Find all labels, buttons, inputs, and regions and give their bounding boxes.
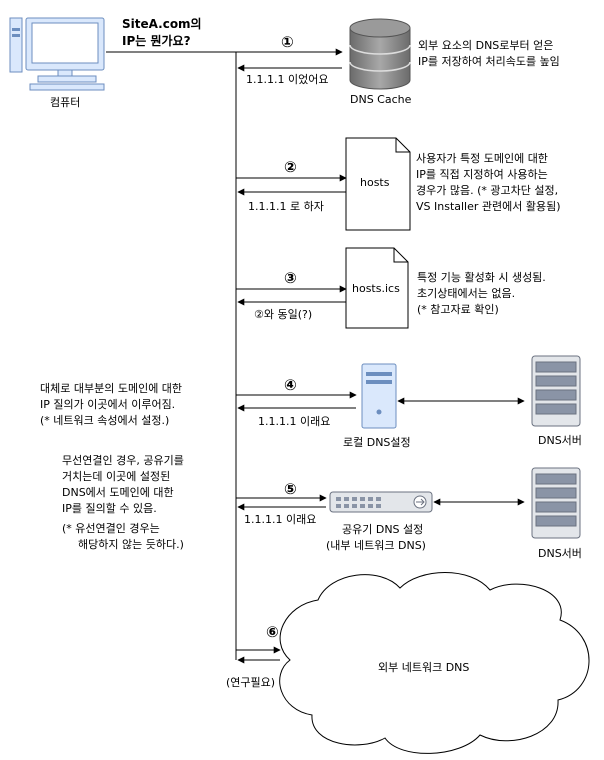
- step5-note-line-2: 거치는데 이곳에 설정된: [62, 470, 170, 483]
- step3-note-line-3: (* 참고자료 확인): [417, 303, 499, 316]
- step4-note-line-2: IP 질의가 이곳에서 이루어짐.: [40, 398, 175, 411]
- step1-reply: 1.1.1.1 이었어요: [246, 73, 328, 86]
- step4-number: ④: [284, 376, 297, 394]
- step3-number: ③: [284, 269, 297, 287]
- local-dns-label: 로컬 DNS설정: [343, 436, 411, 449]
- dns-cache-label: DNS Cache: [350, 93, 412, 106]
- step5-number: ⑤: [284, 480, 297, 498]
- hosts-ics-label: hosts.ics: [352, 282, 400, 295]
- step5-note-line-5: (* 유선연결인 경우는: [62, 522, 160, 535]
- question-line-2: IP는 뭔가요?: [122, 33, 191, 48]
- hosts-file-icon: [345, 137, 411, 231]
- step4-note-line-1: 대체로 대부분의 도메인에 대한: [40, 382, 182, 395]
- step2-note-line-4: VS Installer 관련에서 활용됨): [416, 199, 561, 213]
- hosts-label: hosts: [360, 176, 390, 189]
- router-dns-label-line-1: 공유기 DNS 설정: [342, 523, 423, 536]
- router-dns-label-line-2: (내부 네트워크 DNS): [326, 539, 426, 552]
- step1-number: ①: [281, 33, 294, 51]
- computer-label: 컴퓨터: [50, 96, 80, 109]
- dns-server-rack-icon: [531, 355, 581, 427]
- step3-note-line-2: 초기상태에서는 없음.: [417, 287, 515, 300]
- router-switch-icon: [329, 491, 433, 513]
- step5-note-line-1: 무선연결인 경우, 공유기를: [62, 454, 184, 467]
- hosts-ics-file-icon: [345, 247, 409, 329]
- dns-server-2-label: DNS서버: [538, 547, 582, 560]
- question-line-1: SiteA.com의: [122, 16, 202, 31]
- step5-note-line-4: IP를 질의할 수 있음.: [62, 502, 157, 515]
- step5-note-line-6: 해당하지 않는 듯하다.): [78, 537, 184, 551]
- step3-reply: ②와 동일(?): [254, 307, 312, 321]
- step2-note-line-1: 사용자가 특정 도메인에 대한: [416, 152, 548, 165]
- step1-note-line-2: IP를 저장하여 처리속도를 높임: [418, 54, 560, 68]
- external-dns-label: 외부 네트워크 DNS: [378, 661, 469, 674]
- step2-note-line-3: 경우가 많음. (* 광고차단 설정,: [416, 184, 558, 197]
- step6-reply: (연구필요): [226, 676, 275, 689]
- step5-reply: 1.1.1.1 이래요: [244, 513, 316, 526]
- step2-reply: 1.1.1.1 로 하자: [248, 199, 324, 213]
- dns-server-rack-2-icon: [531, 467, 581, 539]
- step2-number: ②: [284, 158, 297, 176]
- step1-note-line-1: 외부 요소의 DNS로부터 얻은: [418, 39, 553, 52]
- dns-cache-database-icon: [349, 18, 411, 90]
- external-network-cloud-icon: [279, 572, 590, 754]
- step4-note-line-3: (* 네트워크 속성에서 설정.): [40, 414, 169, 427]
- local-dns-pc-tower-icon: [361, 363, 397, 429]
- step3-note-line-1: 특정 기능 활성화 시 생성됨.: [417, 270, 546, 284]
- step5-note-line-3: DNS에서 도메인에 대한: [62, 486, 174, 499]
- step4-reply: 1.1.1.1 이래요: [258, 415, 330, 428]
- step2-note-line-2: IP를 직접 지정하여 사용하는: [416, 167, 548, 181]
- dns-server-label: DNS서버: [538, 434, 582, 447]
- computer-icon: [9, 17, 105, 91]
- step6-number: ⑥: [266, 623, 279, 641]
